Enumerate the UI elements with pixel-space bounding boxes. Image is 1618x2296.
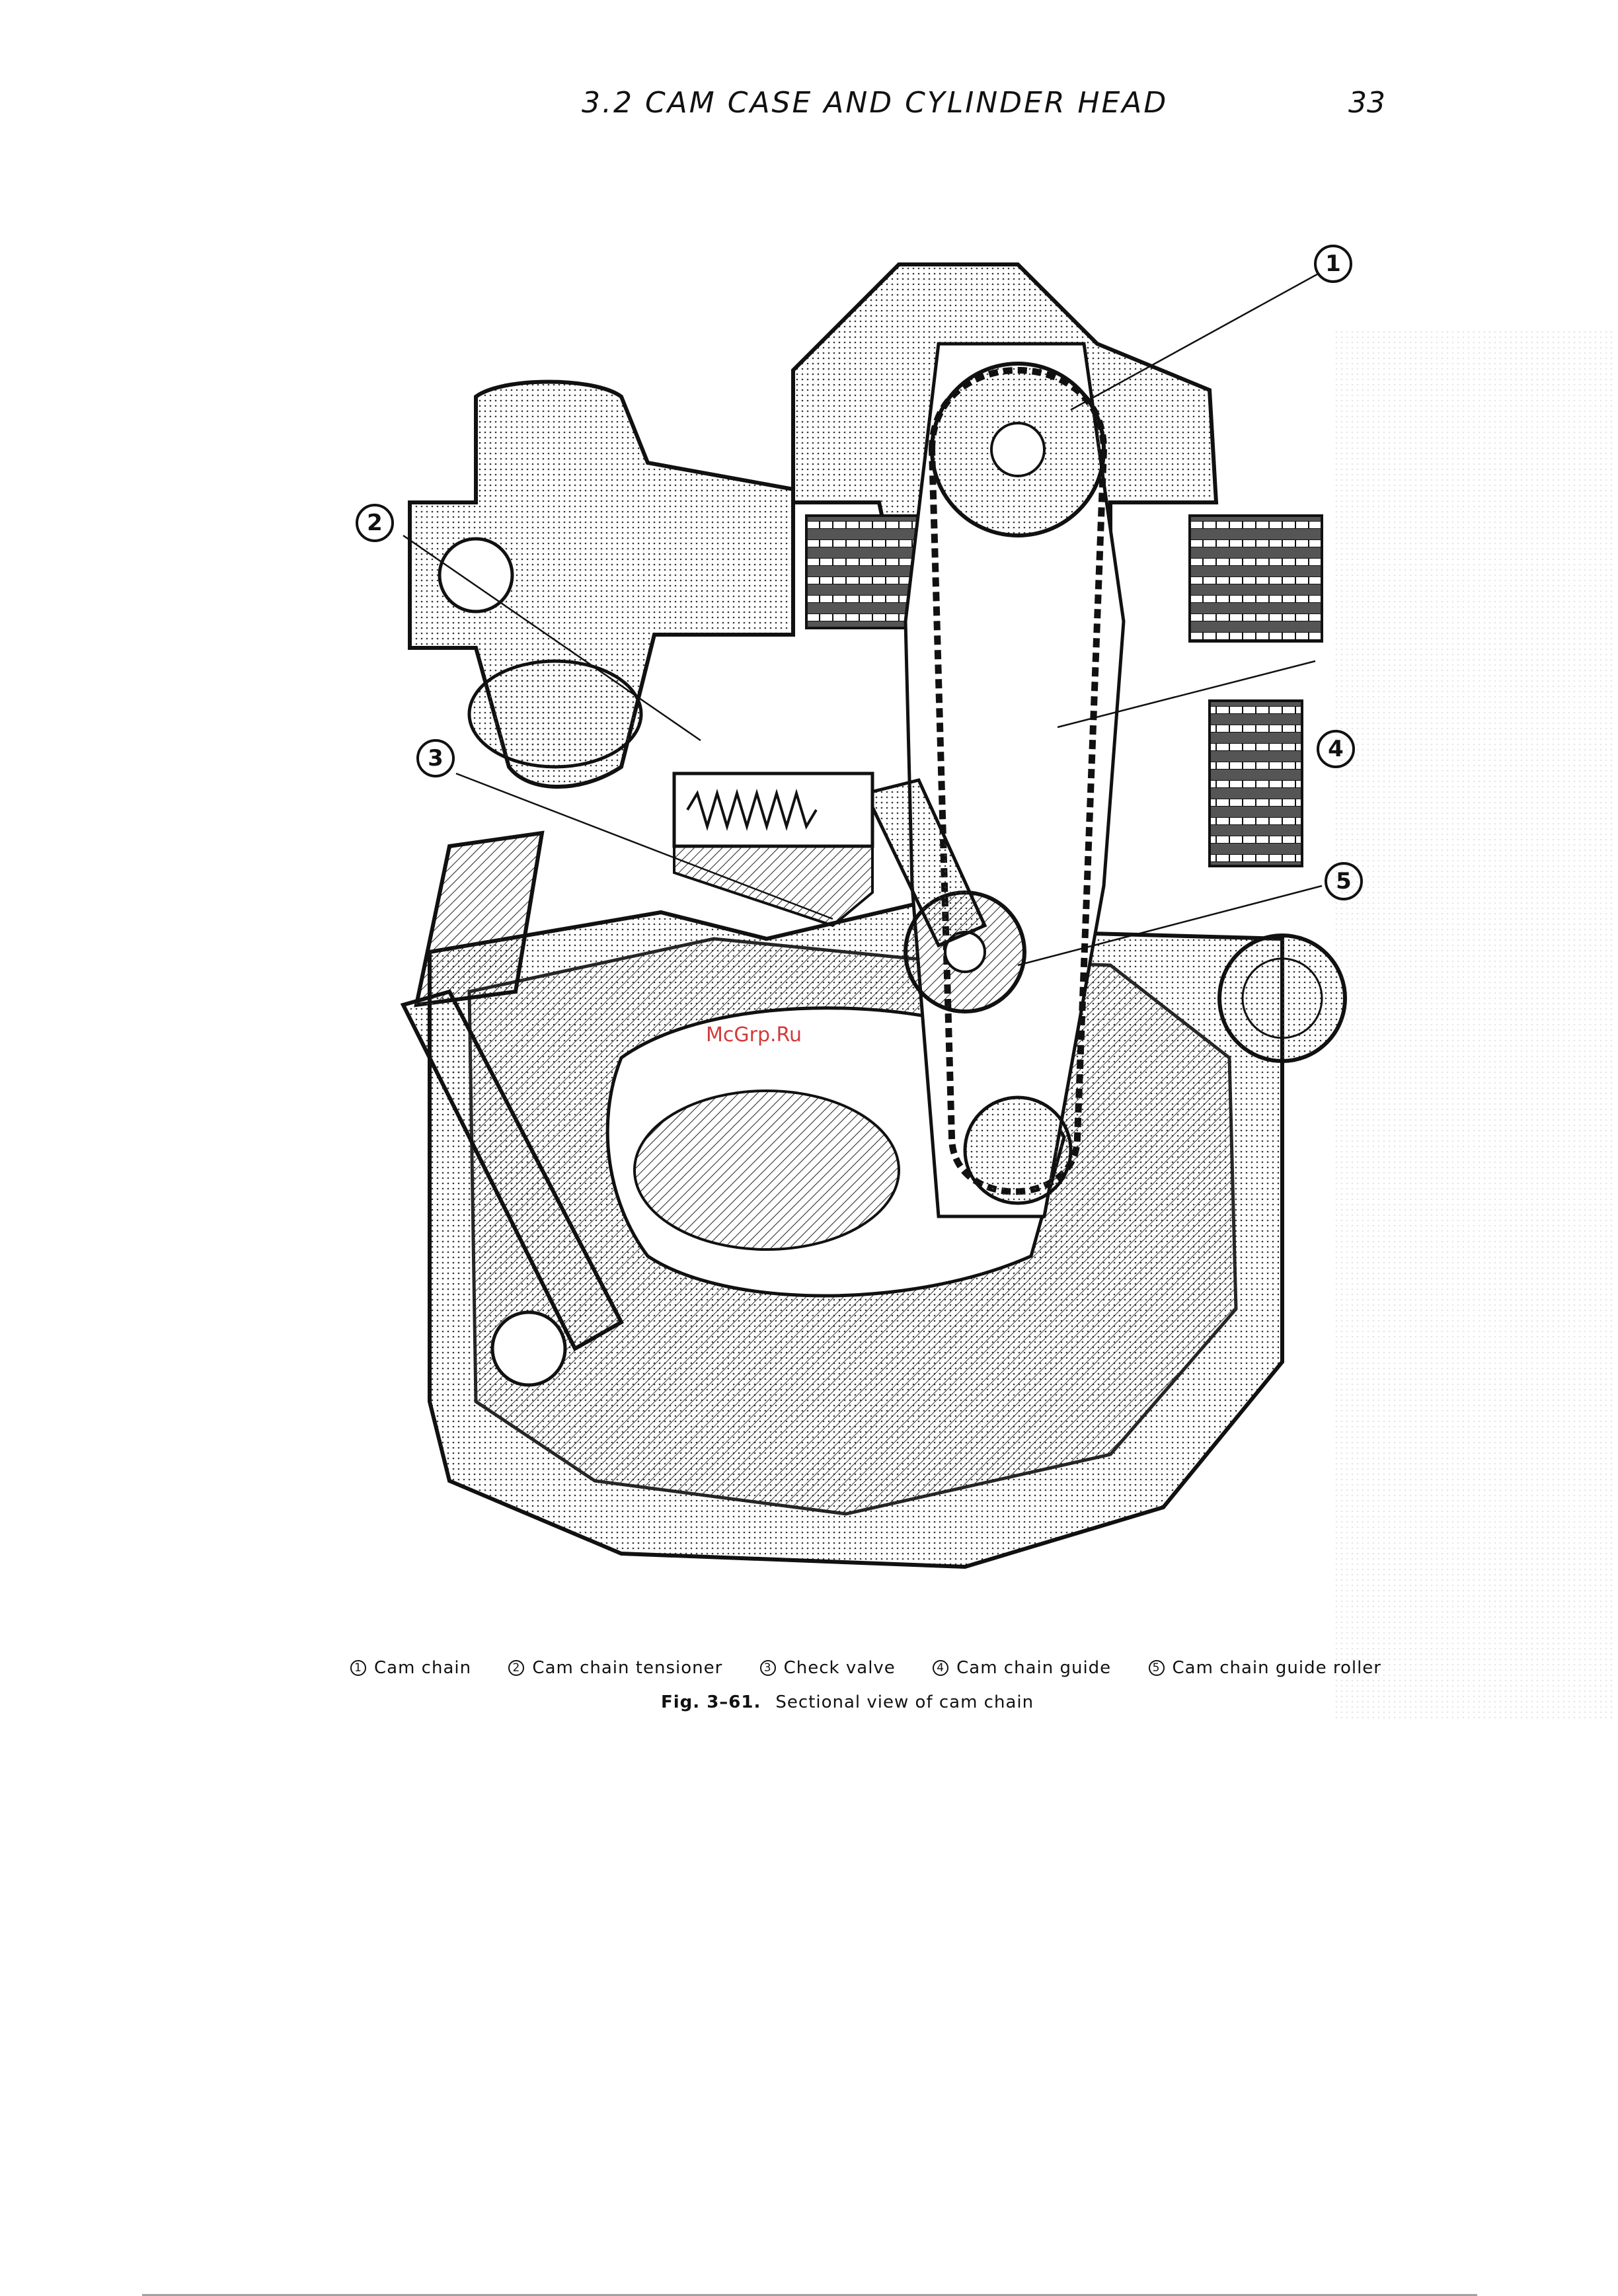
legend-label: Cam chain guide [956,1658,1111,1678]
manual-page: 3.2 CAM CASE AND CYLINDER HEAD 33 [0,0,1618,2094]
oil-filter-cap [1219,935,1345,1061]
tensioner-housing [674,773,872,846]
watermark: McGrp.Ru [706,1023,802,1047]
legend-number: 2 [508,1660,524,1676]
crank-sprocket [965,1097,1071,1203]
legend-number: 4 [933,1660,948,1676]
callout-3: 3 [416,739,455,777]
legend-number: 1 [350,1660,366,1676]
legend-item: 3 Check valve [760,1658,896,1678]
clutch-basket [635,1091,899,1249]
legend-item: 4 Cam chain guide [933,1658,1111,1678]
legend-label: Cam chain tensioner [532,1658,722,1678]
page-number: 33 [1348,86,1385,120]
legend-number: 3 [760,1660,776,1676]
carb-intake [440,539,512,612]
parts-legend: 1 Cam chain 2 Cam chain tensioner 3 Chec… [350,1658,1381,1678]
kickstart-pivot [492,1312,565,1385]
engine-sectional-illustration [251,225,1454,1626]
cylinder-fins-right [1190,516,1322,641]
barrel-fins [1210,701,1302,866]
figure-number: Fig. 3–61. [661,1692,761,1712]
figure-caption: Fig. 3–61. Sectional view of cam chain [661,1692,1034,1712]
figure-caption-text: Sectional view of cam chain [775,1692,1034,1712]
legend-label: Check valve [784,1658,896,1678]
carb-float-bowl [469,661,641,767]
legend-item: 2 Cam chain tensioner [508,1658,722,1678]
legend-item: 1 Cam chain [350,1658,471,1678]
section-title: 3.2 CAM CASE AND CYLINDER HEAD [582,86,1168,120]
check-valve-body [674,846,872,926]
scan-speckle [1335,331,1613,1719]
callout-2: 2 [356,504,394,542]
legend-label: Cam chain [374,1658,471,1678]
callout-1: 1 [1314,245,1352,283]
legend-number: 5 [1149,1660,1165,1676]
